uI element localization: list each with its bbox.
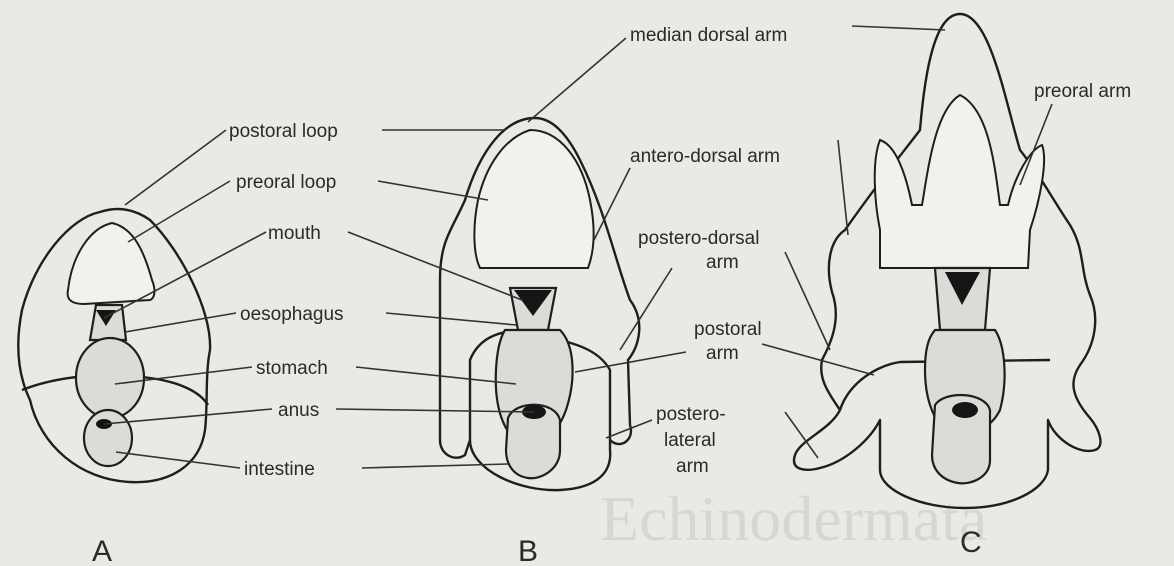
leader-oesophagus-a [125, 313, 236, 332]
label-antero-dorsal-arm: antero-dorsal arm [630, 146, 780, 167]
leader-median-dorsal-arm-b [528, 38, 626, 122]
label-postero-dorsal-arm-line1: postero-dorsal [638, 228, 759, 249]
panel-label-c: C [960, 526, 982, 559]
leader-intestine-a [116, 452, 240, 468]
larva-c-anus [952, 402, 978, 418]
label-stomach: stomach [256, 358, 328, 379]
leader-postero-dorsal-arm-c [785, 252, 830, 350]
label-postero-lateral-arm-line1: postero- [656, 404, 726, 425]
larva-b [440, 118, 639, 490]
label-oesophagus: oesophagus [240, 304, 344, 325]
watermark-text: Echinodermata [600, 483, 987, 554]
leader-median-dorsal-arm-c [852, 26, 945, 30]
leader-oesophagus-b [386, 313, 516, 325]
label-preoral-loop: preoral loop [236, 172, 336, 193]
label-preoral-arm: preoral arm [1034, 81, 1131, 102]
label-postoral-loop: postoral loop [229, 121, 338, 142]
panel-label-a: A [92, 535, 112, 566]
leader-preoral-loop-a [128, 181, 230, 242]
label-postero-lateral-arm-line3: arm [676, 456, 709, 477]
larva-a-intestine [84, 410, 132, 466]
label-anus: anus [278, 400, 319, 421]
label-postero-dorsal-arm-line2: arm [706, 252, 739, 273]
label-postoral-arm-line1: postoral [694, 319, 762, 340]
larva-c-preoral-loop [875, 95, 1044, 268]
label-median-dorsal-arm: median dorsal arm [630, 25, 787, 46]
panel-label-b: B [518, 535, 538, 566]
label-postoral-arm-line2: arm [706, 343, 739, 364]
larva-a [18, 209, 210, 482]
leader-stomach-b [356, 367, 516, 384]
larva-a-preoral-loop [68, 223, 155, 304]
larva-a-stomach [76, 338, 144, 418]
leader-postoral-loop-a [125, 130, 226, 205]
leader-antero-dorsal-arm-c [838, 140, 848, 235]
label-mouth: mouth [268, 223, 321, 244]
label-intestine: intestine [244, 459, 315, 480]
leader-postoral-arm-c [762, 344, 874, 375]
leader-postero-dorsal-arm-b [620, 268, 672, 350]
label-postero-lateral-arm-line2: lateral [664, 430, 716, 451]
